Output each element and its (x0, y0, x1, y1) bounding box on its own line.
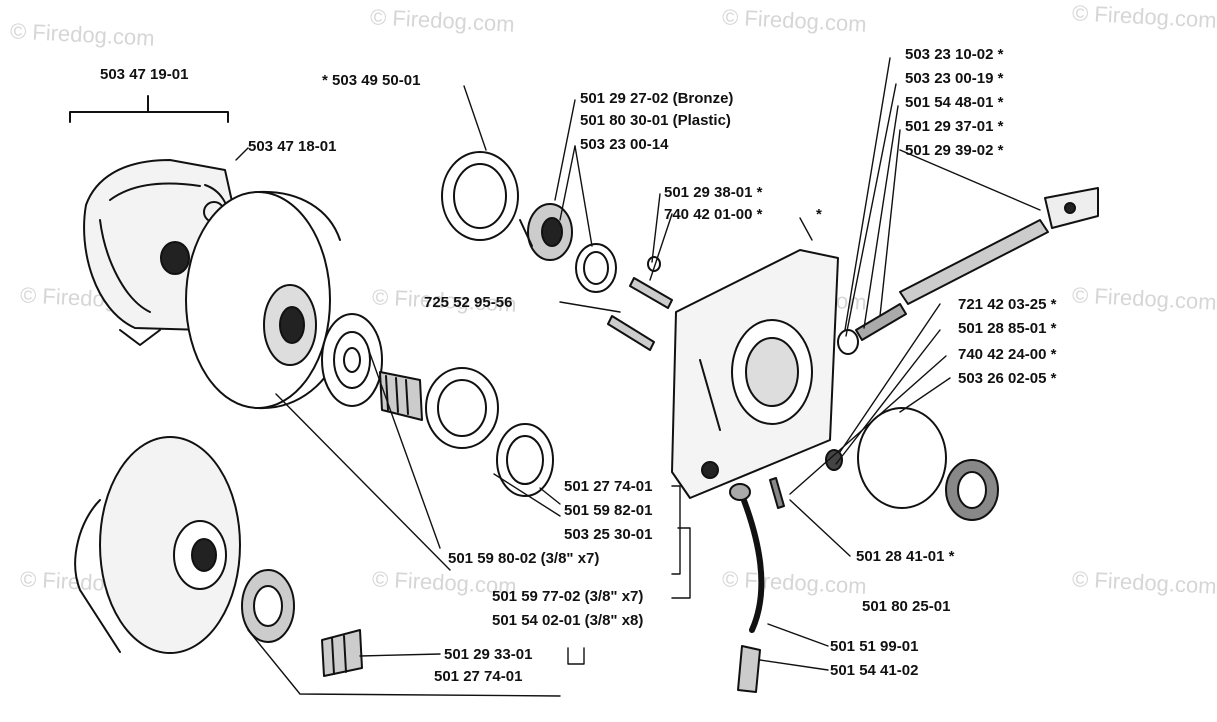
exploded-view-drawing (69, 57, 1099, 697)
part-label: 501 59 80-02 (3/8" x7) (448, 550, 600, 567)
part-label: 503 23 00-14 (580, 136, 669, 153)
needle-bearing-drawing (379, 371, 423, 421)
part-label: 501 29 27-02 (Bronze) (580, 90, 734, 107)
part-label: 501 29 38-01 * (664, 184, 763, 201)
clutch-drum-lower-drawing (74, 436, 241, 654)
clutch-drum-drawing (185, 190, 341, 410)
part-label: 501 51 99-01 (830, 638, 919, 655)
part-label: * (816, 206, 822, 223)
part-label: 501 80 30-01 (Plastic) (580, 112, 731, 129)
part-label: 503 47 18-01 (248, 138, 337, 155)
part-label: 740 42 01-00 * (664, 206, 763, 223)
rim-sprocket-drawing (321, 313, 383, 407)
part-label: 501 54 48-01 * (905, 94, 1004, 111)
part-label: 501 54 02-01 (3/8" x8) (492, 612, 644, 629)
part-label: 725 52 95-56 (424, 294, 513, 311)
part-label: 721 42 03-25 * (958, 296, 1057, 313)
part-label: 501 29 39-02 * (905, 142, 1004, 159)
part-label: 503 26 02-05 * (958, 370, 1057, 387)
screws-drawing (607, 256, 673, 351)
part-label: 503 23 10-02 * (905, 46, 1004, 63)
oil-pump-housing-drawing (671, 249, 839, 499)
part-label: 501 59 82-01 (564, 502, 653, 519)
part-label: 501 28 41-01 * (856, 548, 955, 565)
part-label: 503 47 19-01 (100, 66, 189, 83)
part-label: 501 29 37-01 * (905, 118, 1004, 135)
lower-sprocket-drawing (241, 569, 363, 677)
part-label: 501 27 74-01 (564, 478, 653, 495)
parts-diagram: © Firedog.com © Firedog.com © Firedog.co… (9, 0, 1217, 697)
hose-filter-drawing (729, 483, 765, 693)
washers-drawing (425, 151, 617, 497)
assembly-bracket (69, 95, 229, 123)
part-label: 740 42 24-00 * (958, 346, 1057, 363)
part-label: 503 23 00-19 * (905, 70, 1004, 87)
part-label: 501 80 25-01 (862, 598, 951, 615)
leader-lines (235, 57, 1041, 697)
worm-gear-drawing (519, 203, 573, 261)
pump-shaft-drawing (837, 187, 1099, 355)
part-label: 501 27 74-01 (434, 668, 523, 685)
part-label: 501 29 33-01 (444, 646, 533, 663)
part-label: 501 59 77-02 (3/8" x7) (492, 588, 644, 605)
part-label: 501 28 85-01 * (958, 320, 1057, 337)
part-label: 501 54 41-02 (830, 662, 919, 679)
part-label: * 503 49 50-01 (322, 72, 421, 89)
part-label: 503 25 30-01 (564, 526, 653, 543)
seal-drawing (769, 407, 999, 521)
